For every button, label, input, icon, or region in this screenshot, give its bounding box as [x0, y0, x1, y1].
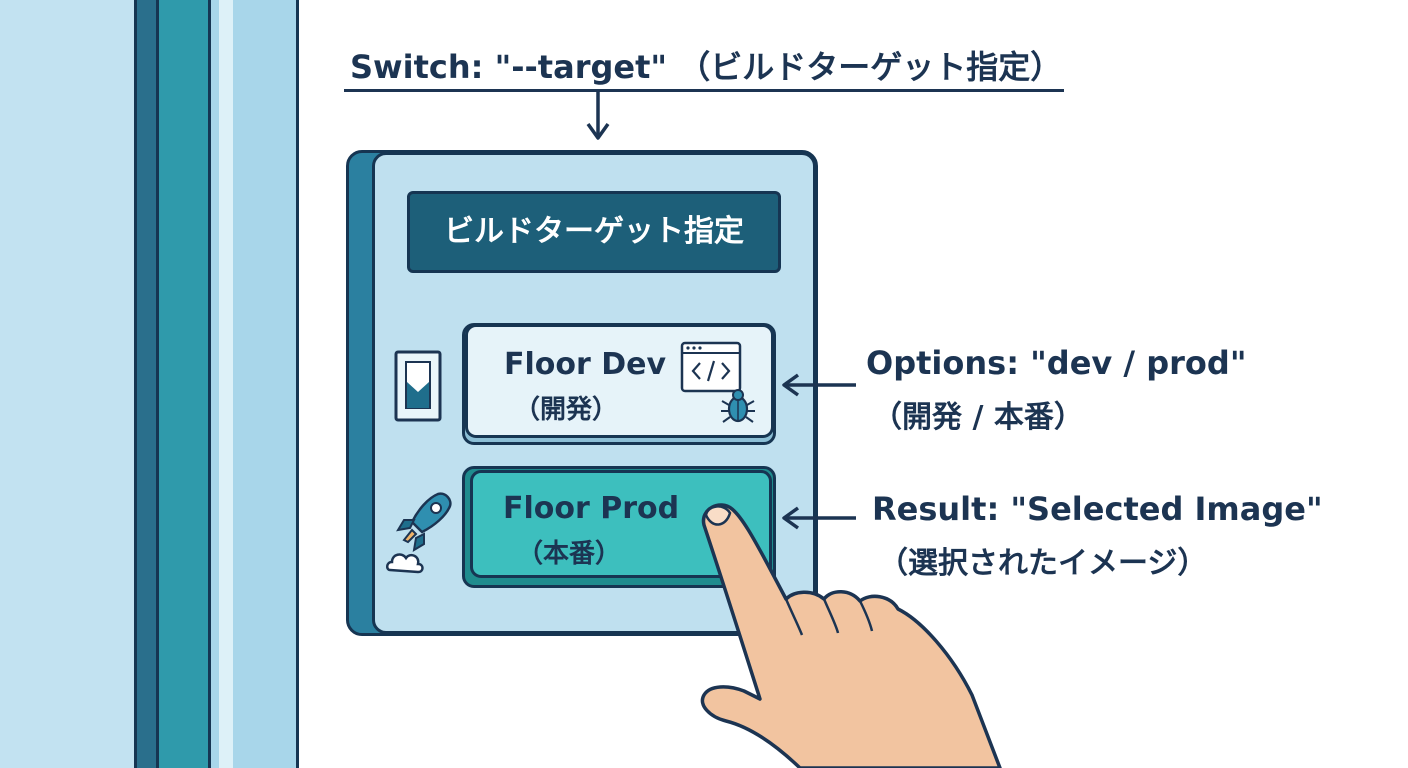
floor-dev-sublabel: （開発） [514, 395, 619, 425]
pointing-hand-icon [700, 503, 1002, 768]
result-annotation: Result: "Selected Image" [872, 490, 1323, 528]
options-annotation: Options: "dev / prod" [866, 344, 1247, 382]
rocket-icon [386, 492, 452, 574]
wall-left [0, 0, 134, 768]
floor-prod-label: Floor Prod [503, 491, 680, 526]
wall-trim-light [211, 0, 299, 768]
result-annotation-sub: （選択されたイメージ） [878, 546, 1208, 581]
floor-prod-sublabel: （本番） [517, 539, 622, 569]
options-arrow-icon [782, 373, 856, 397]
wall-trim-dark [134, 0, 159, 768]
floor-dev-button[interactable]: Floor Dev （開発） [465, 324, 774, 438]
floor-dev-label: Floor Dev [504, 347, 667, 382]
options-annotation-sub: （開発 / 本番） [872, 400, 1084, 435]
wall-trim-teal [159, 0, 211, 768]
code-window-bug-icon [680, 341, 755, 423]
switch-caption: Switch: "--target" （ビルドターゲット指定） [350, 48, 1063, 86]
caption-underline [344, 89, 1064, 92]
light-switch-icon [394, 350, 442, 422]
down-arrow-icon [586, 92, 610, 140]
result-arrow-icon [782, 506, 856, 530]
panel-title: ビルドターゲット指定 [407, 191, 781, 273]
